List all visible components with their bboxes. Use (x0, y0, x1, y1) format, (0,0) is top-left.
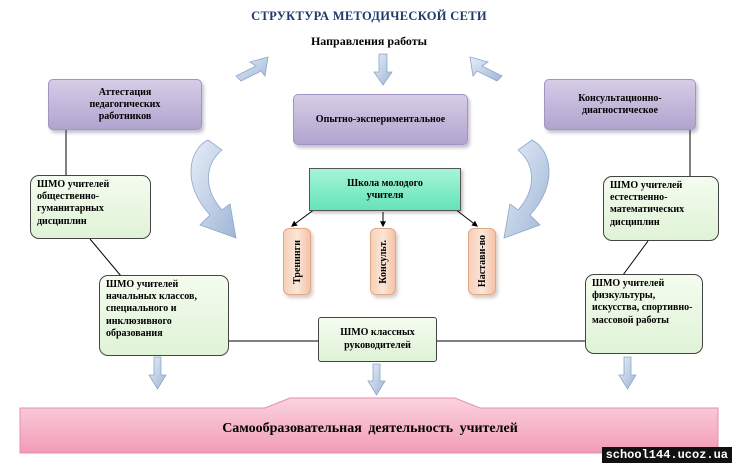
direction-attestation-label: Аттестация педагогических работников (89, 86, 161, 122)
shmo-primary-label: ШМО учителей начальных классов, специаль… (106, 279, 197, 339)
subtitle: Направления работы (310, 34, 428, 48)
school-arrow-3 (454, 208, 478, 227)
direction-attestation: Аттестация педагогических работников (48, 79, 202, 130)
curved-arrow-left (190, 139, 237, 239)
school-item-trainings: Тренинги (283, 228, 311, 295)
down-arrow-center (367, 363, 386, 396)
shmo-natural-label: ШМО учителей естественно-математических … (610, 180, 685, 228)
curved-arrow-right (503, 139, 550, 239)
top-arrow-left (235, 56, 269, 82)
shmo-primary: ШМО учителей начальных классов, специаль… (99, 275, 229, 356)
shmo-class-label: ШМО классных руководителей (340, 327, 415, 351)
line-humanities-primary (89, 238, 122, 277)
shmo-natural: ШМО учителей естественно-математических … (603, 176, 719, 241)
school-item-consult: Консульт. (370, 228, 396, 295)
down-arrow-right (618, 356, 637, 390)
shmo-humanities-label: ШМО учителей общественно-гуманитарных ди… (37, 179, 110, 227)
school-young-teacher: Школа молодого учителя (309, 168, 461, 211)
top-arrow-right (469, 56, 503, 82)
direction-consult-label: Консультационно-диагностическое (578, 92, 662, 116)
school-item-mentoring: Настави-во (468, 228, 496, 295)
bottom-bar-label: Самообразовательная деятельность учителе… (222, 421, 518, 436)
school-item-mentoring-label: Настави-во (476, 235, 488, 288)
school-label: Школа молодого учителя (347, 177, 423, 201)
bottom-bar (19, 397, 719, 454)
school-arrow-1 (291, 208, 316, 227)
shmo-humanities: ШМО учителей общественно-гуманитарных ди… (30, 175, 151, 239)
school-item-consult-label: Консульт. (377, 239, 389, 284)
school-item-trainings-label: Тренинги (291, 239, 303, 284)
watermark: school144.ucoz.ua (601, 447, 732, 463)
direction-experimental: Опытно-экспериментальное (293, 94, 468, 145)
direction-experimental-label: Опытно-экспериментальное (315, 113, 446, 125)
shmo-sports-label: ШМО учителей физкультуры, искусства, спо… (592, 278, 693, 326)
shmo-sports: ШМО учителей физкультуры, искусства, спо… (585, 274, 703, 354)
line-natural-sports (622, 240, 649, 276)
direction-consult: Консультационно-диагностическое (544, 79, 696, 130)
page-title: СТРУКТУРА МЕТОДИЧЕСКОЙ СЕТИ (251, 9, 487, 23)
top-arrow-center (373, 53, 393, 86)
down-arrow-left (148, 356, 167, 390)
shmo-class-leaders: ШМО классных руководителей (318, 317, 437, 362)
